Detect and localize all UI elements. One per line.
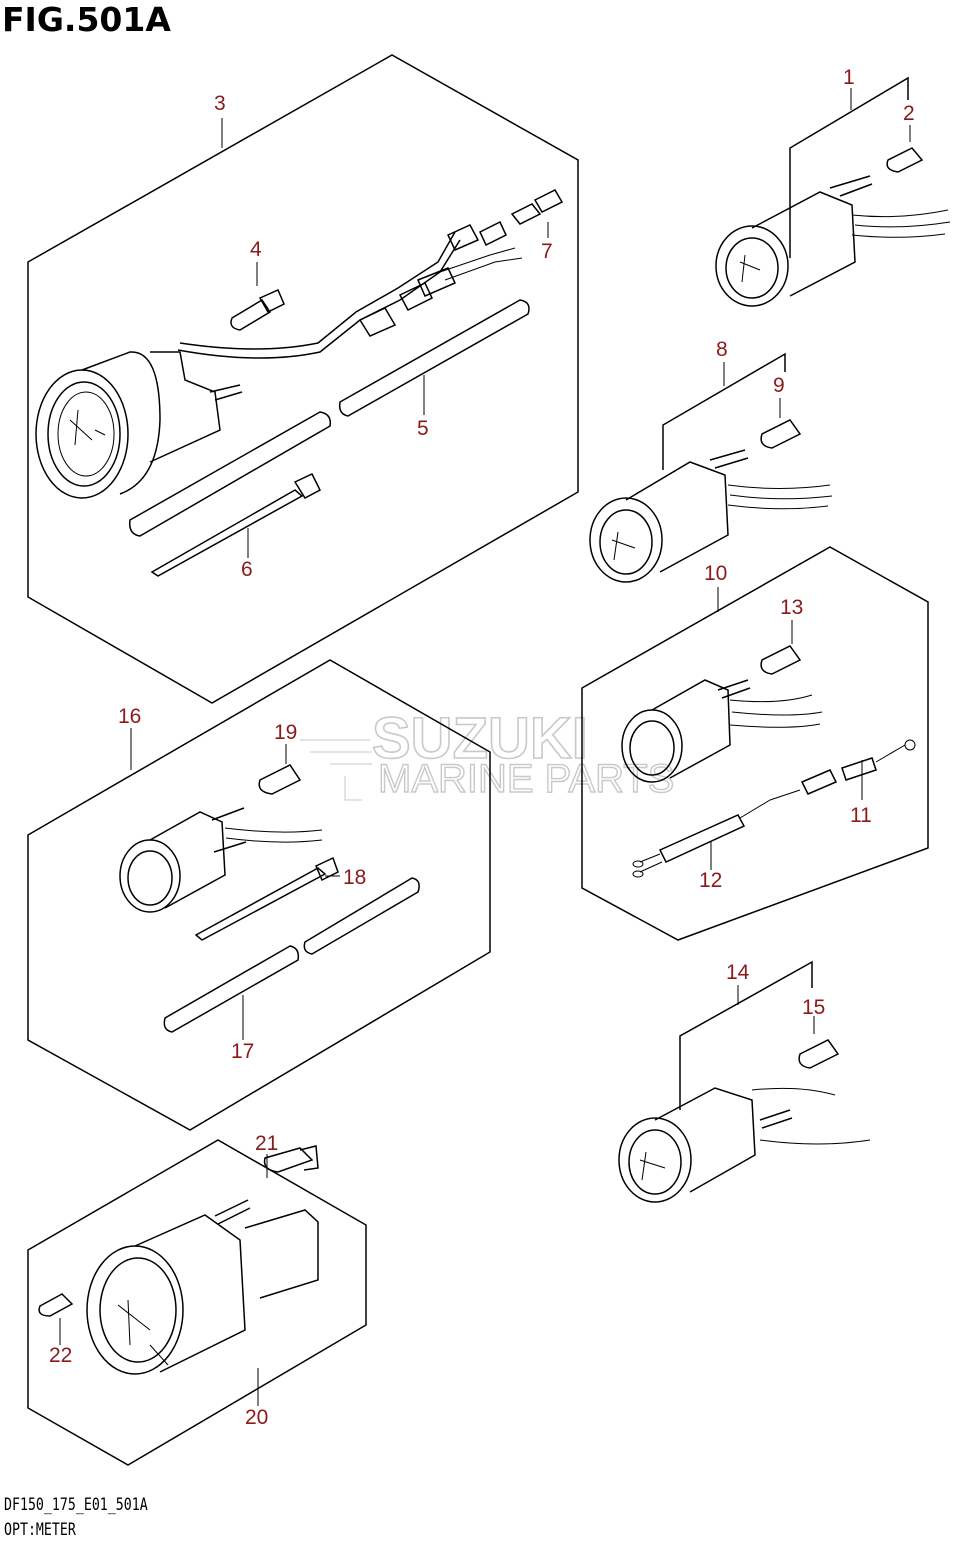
harness-12	[632, 799, 771, 878]
callout-18: 18	[343, 866, 366, 889]
watermark-logo-mark	[300, 739, 372, 801]
callout-8: 8	[716, 338, 728, 361]
bulb-9	[760, 419, 802, 449]
callout-2: 2	[903, 102, 915, 125]
callout-17: 17	[231, 1040, 254, 1063]
callout-14: 14	[726, 961, 750, 984]
callout-6: 6	[241, 558, 253, 581]
group-20-assembly	[27, 1139, 367, 1466]
group-20-frame	[27, 1139, 367, 1466]
harness-11	[769, 739, 916, 801]
gauge-1	[715, 76, 951, 307]
tube-5	[128, 299, 530, 537]
bulb-19	[258, 764, 302, 795]
group-3-assembly	[27, 54, 579, 704]
bulb-13	[760, 645, 802, 675]
callout-20: 20	[245, 1406, 268, 1429]
figure-code: DF150_175_E01_501A	[4, 1495, 148, 1515]
callout-10: 10	[704, 562, 727, 585]
callout-19: 19	[274, 721, 297, 744]
watermark: SUZUKI MARINE PARTS	[300, 705, 675, 802]
bulb-4	[230, 289, 285, 331]
callout-labels: 1 2 3 4 5 6 7 8 9 10 11 12 13 14 15 16 1…	[49, 66, 915, 1429]
callout-16: 16	[118, 705, 141, 728]
part-21	[263, 1145, 319, 1173]
watermark-subtitle: MARINE PARTS	[378, 757, 674, 801]
bulb-22	[38, 1293, 74, 1317]
part-7	[510, 189, 564, 225]
group-10-assembly	[581, 546, 929, 941]
figure-title: FIG.501A	[2, 0, 171, 39]
callout-13: 13	[780, 596, 803, 619]
callout-3: 3	[214, 92, 226, 115]
callout-1: 1	[843, 66, 855, 89]
cable-tie-6	[150, 473, 321, 577]
callout-7: 7	[541, 240, 553, 263]
figure-name: OPT:METER	[4, 1520, 76, 1540]
callout-11: 11	[850, 804, 872, 827]
callout-5: 5	[417, 417, 429, 440]
group-16-frame	[27, 659, 491, 1131]
callout-21: 21	[255, 1132, 278, 1155]
callout-4: 4	[250, 238, 262, 261]
gauge-3	[35, 351, 243, 499]
callout-12: 12	[699, 869, 722, 892]
tube-17	[163, 877, 420, 1033]
group-10-frame	[581, 546, 929, 941]
group-3-frame	[27, 54, 579, 704]
leader-lines	[59, 88, 911, 1406]
watermark-brand: SUZUKI	[372, 706, 588, 771]
gauge-14	[618, 960, 871, 1203]
cable-tie-18	[194, 856, 339, 941]
harness-3	[177, 239, 461, 359]
group-16-assembly	[27, 659, 491, 1131]
gauge-8	[589, 352, 833, 583]
callout-9: 9	[773, 374, 785, 397]
callout-15: 15	[802, 996, 825, 1019]
bulb-15	[798, 1039, 840, 1069]
callout-22: 22	[49, 1344, 72, 1367]
bulb-2	[886, 147, 924, 173]
